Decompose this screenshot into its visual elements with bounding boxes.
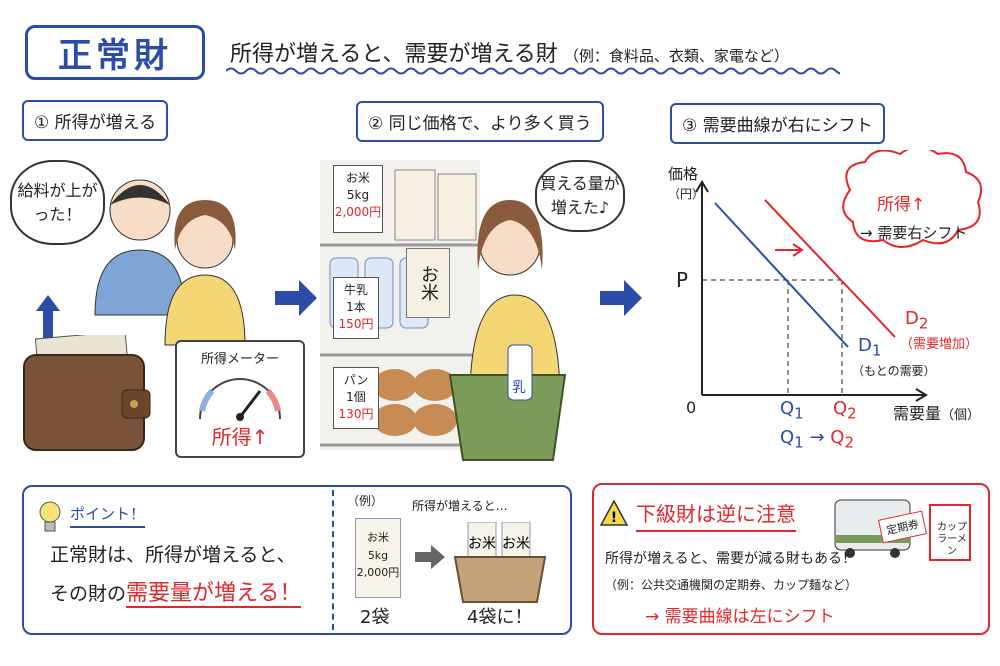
point-heading: ポイント！	[70, 503, 146, 528]
wavy-underline	[226, 67, 840, 75]
q1-label: Q1	[780, 398, 804, 423]
shelf-tag-rice: お米 5kg 2,000円	[333, 165, 383, 233]
price-label: P	[676, 268, 689, 292]
warning-panel	[592, 483, 990, 635]
tag-unit: 5kg	[346, 187, 370, 202]
shelf-tag-bread: パン 1個 130円	[333, 367, 379, 429]
tag-unit: 1個	[346, 389, 366, 404]
tag-name: 牛乳	[343, 283, 368, 297]
demand-curve-d2	[764, 199, 896, 338]
svg-text:!: !	[611, 510, 617, 526]
cup-noodle-label: カップラーメン	[937, 522, 967, 557]
thought-bubble: 買える量が増えた♪	[535, 160, 625, 232]
bus-and-cup-illustration	[834, 499, 971, 561]
step-1-label: ① 所得が増える	[22, 100, 169, 141]
warning-line-3: → 需要曲線は左にシフト	[645, 607, 835, 627]
demand-chart	[695, 150, 982, 402]
point-line-2: その財の需要量が増える！	[50, 581, 302, 608]
step-3-label: ③ 需要曲線が右にシフト	[670, 103, 885, 144]
basket-bag-label: お米	[502, 536, 530, 552]
tag-name: お米	[345, 171, 370, 185]
y-axis-unit: （円）	[668, 187, 705, 201]
speech-bubble: 給料が上がった！	[10, 160, 105, 245]
shift-arrow-icon	[775, 243, 804, 257]
warning-heading: 下級財は逆に注意	[636, 498, 796, 532]
meter-label: 所得↑	[211, 425, 269, 449]
d2-note: （需要増加）	[900, 337, 979, 352]
example-label: （例）	[347, 494, 384, 508]
tag-price: 130円	[338, 406, 374, 421]
example-caption: 所得が増えると…	[412, 499, 508, 513]
before-count: 2袋	[360, 607, 390, 628]
warning-line-2: （例：公共交通機関の定期券、カップ麺など）	[605, 578, 858, 592]
cloud-bubble	[842, 150, 982, 248]
d1-note: （もとの需要）	[852, 364, 936, 378]
x-axis-label: 需要量（個）	[893, 404, 981, 423]
page-title: 正常財	[25, 25, 205, 80]
right-arrow-icon	[600, 280, 642, 316]
shelf-tag-milk: 牛乳 1本 150円	[333, 277, 379, 339]
rice-basket-illustration: お米 お米	[453, 522, 547, 603]
q-shift-caption: Q1 → Q2	[780, 427, 854, 452]
point-panel	[22, 485, 572, 635]
demand-curve-d1	[714, 202, 849, 348]
income-meter: 所得メーター 所得↑	[175, 340, 305, 458]
d2-label: D2	[905, 308, 929, 333]
right-arrow-icon	[415, 545, 445, 569]
step-2-label: ② 同じ価格で、より多く買う	[356, 101, 604, 142]
rice-bag: お米	[406, 248, 450, 318]
people-illustration	[94, 179, 246, 346]
up-arrow-icon	[36, 295, 60, 345]
y-axis-label: 価格	[668, 165, 699, 183]
right-arrow-icon	[275, 280, 317, 316]
lightbulb-icon	[39, 501, 61, 532]
tag-price: 2,000円	[334, 204, 382, 219]
milk-label: 乳	[512, 380, 526, 396]
subtitle-text: 所得が増えると、需要が増える財	[230, 42, 558, 67]
cloud-line-2: → 需要右シフト	[860, 224, 968, 242]
meter-title: 所得メーター	[200, 352, 279, 367]
q2-label: Q2	[833, 398, 857, 423]
wallet-icon	[23, 335, 151, 451]
warning-line-1: 所得が増えると、需要が減る財もある！	[605, 551, 857, 567]
cloud-line-1: 所得↑	[877, 195, 926, 215]
tag-name: パン	[343, 373, 369, 387]
point-line-1: 正常財は、所得が増えると、	[50, 544, 296, 566]
basket-bag-label: お米	[468, 536, 496, 552]
after-count: 4袋に！	[467, 607, 533, 628]
d1-label: D1	[858, 335, 882, 360]
divider	[332, 490, 334, 630]
warning-icon: !	[600, 500, 628, 526]
subtitle-examples: （例：食料品、衣類、家電など）	[563, 47, 789, 65]
tag-price: 150円	[338, 316, 374, 331]
gauge-icon	[199, 378, 281, 421]
origin-label: 0	[686, 398, 697, 417]
tag-unit: 1本	[346, 299, 366, 314]
subtitle: 所得が増えると、需要が増える財 （例：食料品、衣類、家電など）	[230, 36, 789, 68]
